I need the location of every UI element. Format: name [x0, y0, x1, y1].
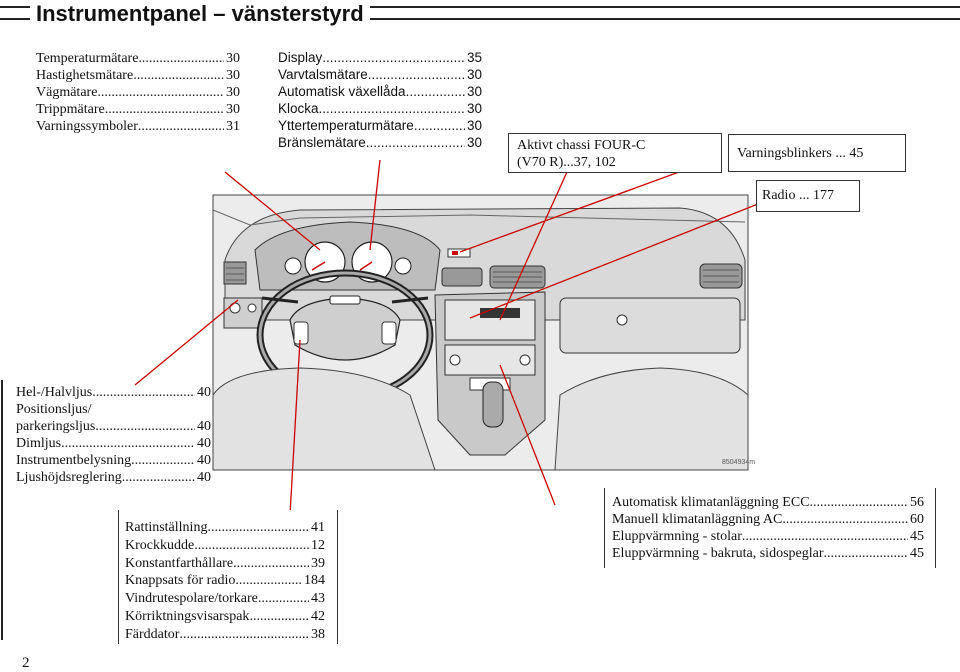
index-row: Dimljus40	[16, 435, 211, 452]
header-rule-bottom	[0, 18, 960, 20]
seat-right	[554, 367, 749, 471]
page-header: Instrumentpanel – vänsterstyrd	[0, 0, 960, 28]
index-row: Display35	[278, 49, 482, 66]
radio-callout: Radio ... 177	[756, 180, 860, 212]
seat-left	[212, 367, 436, 471]
index-row: Eluppvärmning - bakruta, sidospeglar45	[612, 545, 924, 562]
leader-cluster-right	[369, 159, 381, 251]
index-row: Krockkudde12	[125, 537, 325, 555]
hazard-callout: Varningsblinkers ... 45	[728, 134, 906, 172]
leader-cluster-left	[224, 171, 321, 251]
steering-index: Rattinställning41 Krockkudde12 Konstantf…	[125, 519, 325, 644]
index-row: Positionsljus/	[16, 402, 92, 417]
cluster-hood	[254, 221, 441, 291]
index-row: Konstantfarthållare39	[125, 555, 325, 573]
index-row: Ljushöjdsreglering40	[16, 469, 211, 486]
index-row: Trippmätare30	[36, 101, 240, 118]
index-row: Varningssymboler31	[36, 118, 240, 135]
index-row: Varvtalsmätare30	[278, 66, 482, 83]
page-title: Instrumentpanel – vänsterstyrd	[30, 0, 370, 28]
index-row: Automatisk växellåda30	[278, 83, 482, 100]
cruise-keypad	[293, 321, 309, 345]
indicator-stalk	[261, 296, 299, 304]
index-row: Instrumentbelysning40	[16, 452, 211, 469]
gear-lever	[482, 381, 504, 428]
vent-left	[223, 261, 247, 285]
index-row: parkeringsljus40	[16, 418, 211, 435]
steering-hub	[289, 297, 401, 361]
index-row: Färddator38	[125, 626, 325, 644]
leader-hazard	[459, 159, 713, 253]
top-mid-index: Display35 Varvtalsmätare30 Automatisk vä…	[278, 49, 482, 151]
radio-unit	[444, 299, 536, 341]
index-row: Hastighetsmätare30	[36, 67, 240, 84]
index-row: Yttertemperaturmätare30	[278, 117, 482, 134]
index-row: Klocka30	[278, 100, 482, 117]
fuel-gauge	[394, 257, 412, 275]
index-row: Hel-/Halvljus40	[16, 384, 211, 401]
top-left-index: Temperaturmätare30 Hastighetsmätare30 Vä…	[36, 50, 240, 135]
volvo-badge	[329, 295, 361, 305]
wiper-stalk	[391, 296, 429, 304]
header-rule-top	[0, 6, 960, 8]
lights-index: Hel-/Halvljus40 Positionsljus/ parkering…	[16, 384, 211, 486]
index-row: Knappsats för radio184	[125, 572, 325, 590]
climate-index: Automatisk klimatanläggning ECC56 Manuel…	[612, 494, 924, 562]
index-row: Temperaturmätare30	[36, 50, 240, 67]
hazard-button-shape	[447, 248, 471, 258]
temp-gauge	[284, 257, 302, 275]
leader-lights	[134, 299, 239, 386]
chassis-callout: Aktivt chassi FOUR-C (V70 R)...37, 102	[508, 133, 722, 173]
radio-keypad	[381, 321, 397, 345]
index-row: Bränslemätare30	[278, 134, 482, 151]
page-number: 2	[22, 655, 30, 671]
leader-radio	[469, 203, 759, 319]
index-row: Vägmätare30	[36, 84, 240, 101]
image-code: 8504934m	[722, 459, 756, 466]
leader-chassis	[499, 171, 568, 321]
index-row: Körriktningsvisarspak42	[125, 608, 325, 626]
leader-climate	[499, 364, 556, 506]
index-row: Automatisk klimatanläggning ECC56	[612, 494, 924, 511]
leader-steering	[289, 339, 301, 516]
light-switch-panel	[223, 297, 263, 329]
glovebox	[559, 297, 741, 354]
index-row: Manuell klimatanläggning AC60	[612, 511, 924, 528]
index-row: Rattinställning41	[125, 519, 325, 537]
index-row: Eluppvärmning - stolar45	[612, 528, 924, 545]
index-row: Vindrutespolare/torkare43	[125, 590, 325, 608]
